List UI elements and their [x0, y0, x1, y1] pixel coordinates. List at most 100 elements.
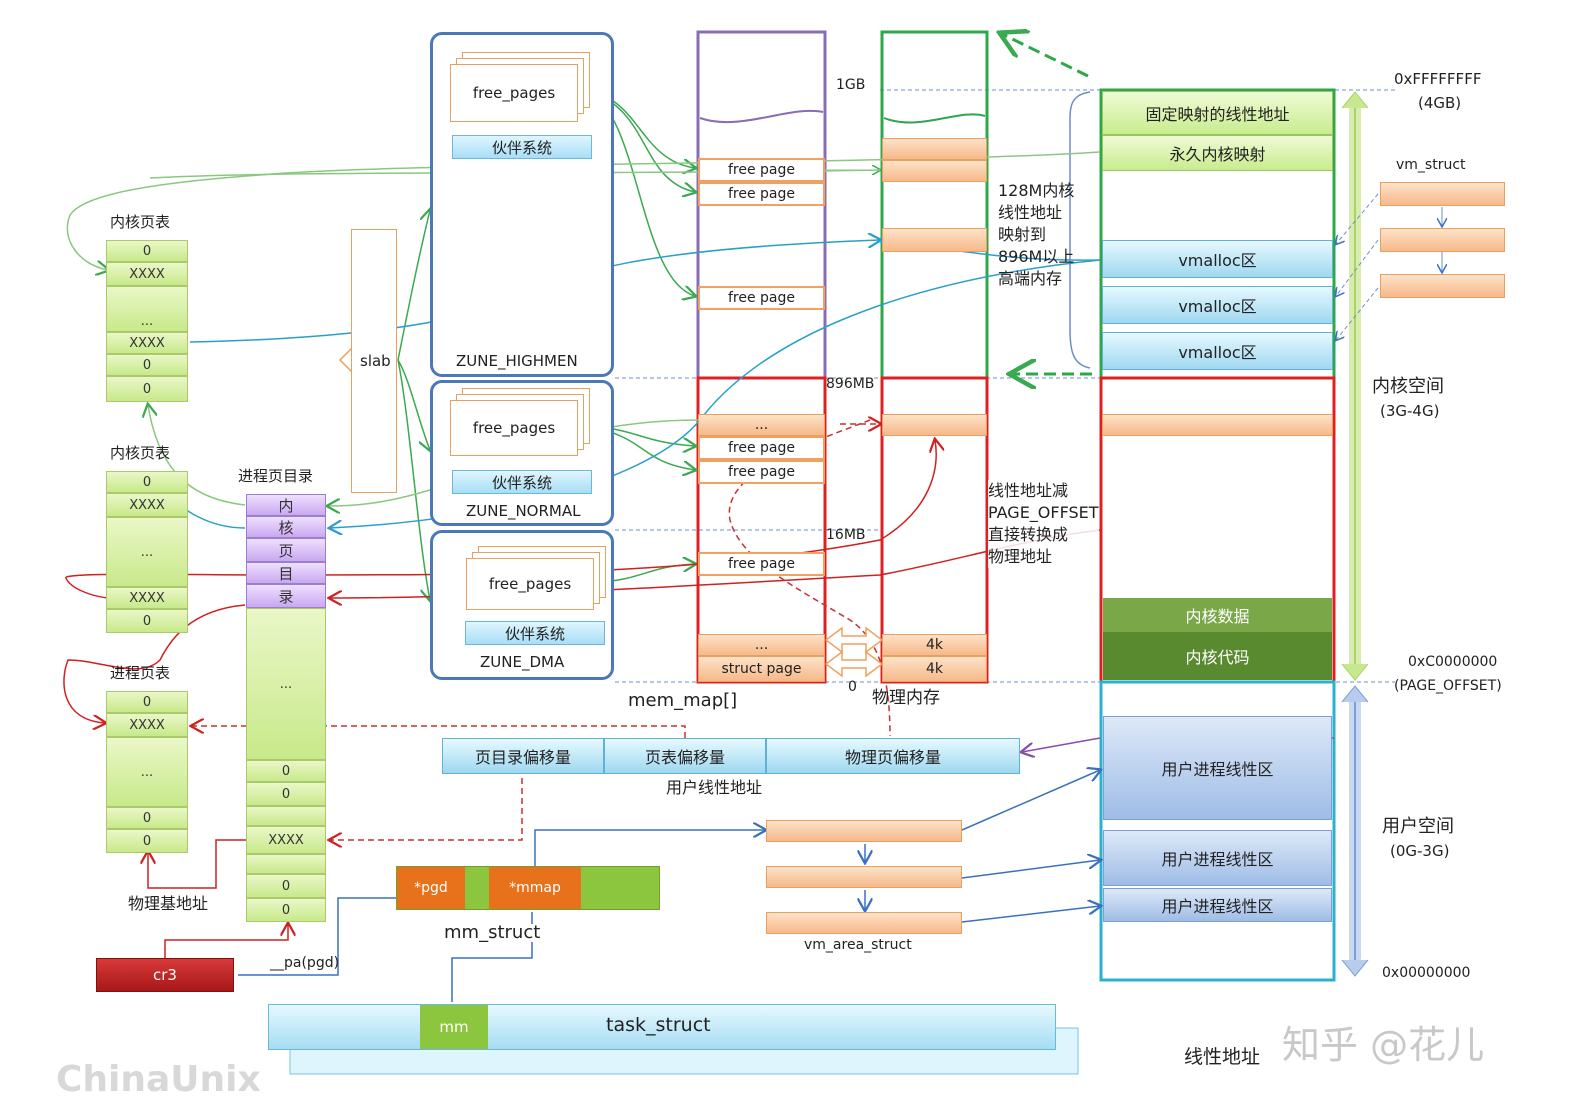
user-space-range: (0G-3G) — [1390, 842, 1450, 860]
phys-page-2 — [882, 160, 987, 182]
phys-lowmem-frame — [880, 376, 989, 684]
user-region-1: 用户进程线性区 — [1103, 716, 1332, 820]
phys-page-4k-1: 4k — [882, 634, 987, 656]
cr3-register: cr3 — [96, 958, 234, 992]
vmalloc-region-2: vmalloc区 — [1102, 286, 1333, 324]
mm-struct-label: mm_struct — [444, 922, 541, 943]
zone-dma-free-pages: free_pages — [466, 558, 594, 610]
vm-struct-label: vm_struct — [1396, 157, 1466, 173]
addr-top-sub: (4GB) — [1418, 94, 1462, 112]
watermark-chinaunix: ChinaUnix — [56, 1059, 261, 1100]
zone-highmem-free-pages: free_pages — [450, 64, 578, 122]
ppd-cell-1: 0 — [246, 760, 326, 782]
mem-map-free-page-3: free page — [698, 286, 825, 310]
kpt-mid-cell-1: XXXX — [106, 493, 188, 517]
pa-pgd-label: __pa(pgd) — [270, 955, 340, 971]
kernel-lowmem-page — [1102, 414, 1333, 436]
addr-page-offset-sub: (PAGE_OFFSET) — [1394, 678, 1502, 694]
ppd-cell-5: 0 — [246, 898, 326, 922]
zone-normal-name: ZUNE_NORMAL — [466, 502, 581, 520]
vm-struct-1 — [1380, 182, 1505, 206]
la-physical-page-offset: 物理页偏移量 — [766, 738, 1020, 774]
mem-map-free-page-6: free page — [698, 552, 825, 576]
zone-normal-free-pages: free_pages — [450, 400, 578, 456]
mem-map-free-page-2: free page — [698, 182, 825, 206]
ppd-cell-blank-2 — [246, 854, 326, 874]
phys-base-label: 物理基地址 — [128, 894, 209, 913]
phys-mem-label: 物理内存 — [872, 688, 940, 708]
mm-struct-pgd: *pgd — [397, 867, 465, 909]
kpt-mid-cell-0: 0 — [106, 471, 188, 493]
fixed-map-region: 固定映射的线性地址 — [1102, 91, 1333, 135]
zone-highmem-buddy: 伙伴系统 — [452, 135, 592, 159]
vmalloc-region-3: vmalloc区 — [1102, 332, 1333, 370]
ppd-kernel-1: 核 — [246, 516, 326, 538]
vm-area-struct-label: vm_area_struct — [804, 937, 912, 953]
ppt-cell-0: 0 — [106, 691, 188, 713]
persistent-map-region: 永久内核映射 — [1102, 135, 1333, 171]
mark-16mb: 16MB — [826, 527, 866, 543]
kernel-page-table-mid-title: 内核页表 — [110, 444, 171, 462]
user-linear-address-label: 用户线性地址 — [666, 778, 763, 797]
zone-highmem-name: ZUNE_HIGHMEN — [456, 352, 578, 370]
ppd-cell-4: 0 — [246, 874, 326, 898]
la-page-table-offset: 页表偏移量 — [604, 738, 766, 774]
vm-area-2 — [766, 866, 962, 888]
mem-map-free-page-5: free page — [698, 460, 825, 484]
addr-top: 0xFFFFFFFF — [1394, 70, 1482, 88]
vmalloc-region-1: vmalloc区 — [1102, 240, 1333, 278]
mem-map-lowmem-frame — [696, 376, 827, 684]
ppd-cell-dots: ... — [246, 608, 326, 760]
mem-map-dots-normal: ... — [698, 414, 825, 436]
kpt-mid-cell-3: XXXX — [106, 587, 188, 609]
addr-page-offset: 0xC0000000 — [1408, 654, 1498, 670]
kpt-top-cell-1: XXXX — [106, 262, 188, 286]
ppd-kernel-2: 页 — [246, 538, 326, 562]
task-struct-box — [268, 1004, 1056, 1050]
kernel-space-label: 内核空间 — [1372, 376, 1444, 397]
kernel-page-table-top-title: 内核页表 — [110, 213, 171, 231]
user-region-3: 用户进程线性区 — [1103, 888, 1332, 922]
phys-page-1 — [882, 138, 987, 160]
kpt-top-cell-3: XXXX — [106, 332, 188, 354]
kpt-mid-cell-4: 0 — [106, 609, 188, 633]
mem-map-label: mem_map[] — [628, 690, 738, 711]
zone-dma-buddy: 伙伴系统 — [465, 621, 605, 645]
mem-map-struct-page: struct page — [698, 656, 825, 682]
ppt-cell-3: 0 — [106, 807, 188, 829]
phys-page-3 — [882, 228, 987, 252]
phys-page-4k-2: 4k — [882, 656, 987, 682]
kpt-top-cell-2: ... — [106, 286, 188, 332]
ppd-kernel-4: 录 — [246, 584, 326, 608]
mem-map-dots-dma: ... — [698, 634, 825, 656]
user-space-arrow — [1341, 685, 1369, 977]
ppd-kernel-3: 目 — [246, 562, 326, 584]
vm-struct-2 — [1380, 228, 1505, 252]
zone-normal-buddy: 伙伴系统 — [452, 470, 592, 494]
mm-struct-mmap: *mmap — [489, 867, 581, 909]
kpt-top-cell-5: 0 — [106, 376, 188, 402]
la-page-dir-offset: 页目录偏移量 — [442, 738, 604, 774]
mem-map-free-page-4: free page — [698, 436, 825, 460]
phys-page-4 — [882, 414, 987, 436]
mem-map-free-page-1: free page — [698, 158, 825, 182]
ppt-cell-2: ... — [106, 737, 188, 807]
task-struct-label: task_struct — [606, 1014, 711, 1036]
kernel-data-region: 内核数据 — [1103, 598, 1332, 632]
vm-struct-3 — [1380, 274, 1505, 298]
vm-area-3 — [766, 912, 962, 934]
ppd-cell-blank — [246, 806, 326, 826]
mark-zero: 0 — [848, 679, 857, 695]
ppd-cell-2: 0 — [246, 782, 326, 806]
vm-area-1 — [766, 820, 962, 842]
ppt-cell-1: XXXX — [106, 713, 188, 737]
kernel-space-arrow — [1341, 91, 1369, 681]
user-space-label: 用户空间 — [1382, 816, 1454, 837]
ppt-cell-4: 0 — [106, 829, 188, 853]
process-page-table-title: 进程页表 — [110, 664, 171, 682]
kpt-mid-cell-2: ... — [106, 517, 188, 587]
mark-896mb: 896MB — [826, 376, 875, 392]
